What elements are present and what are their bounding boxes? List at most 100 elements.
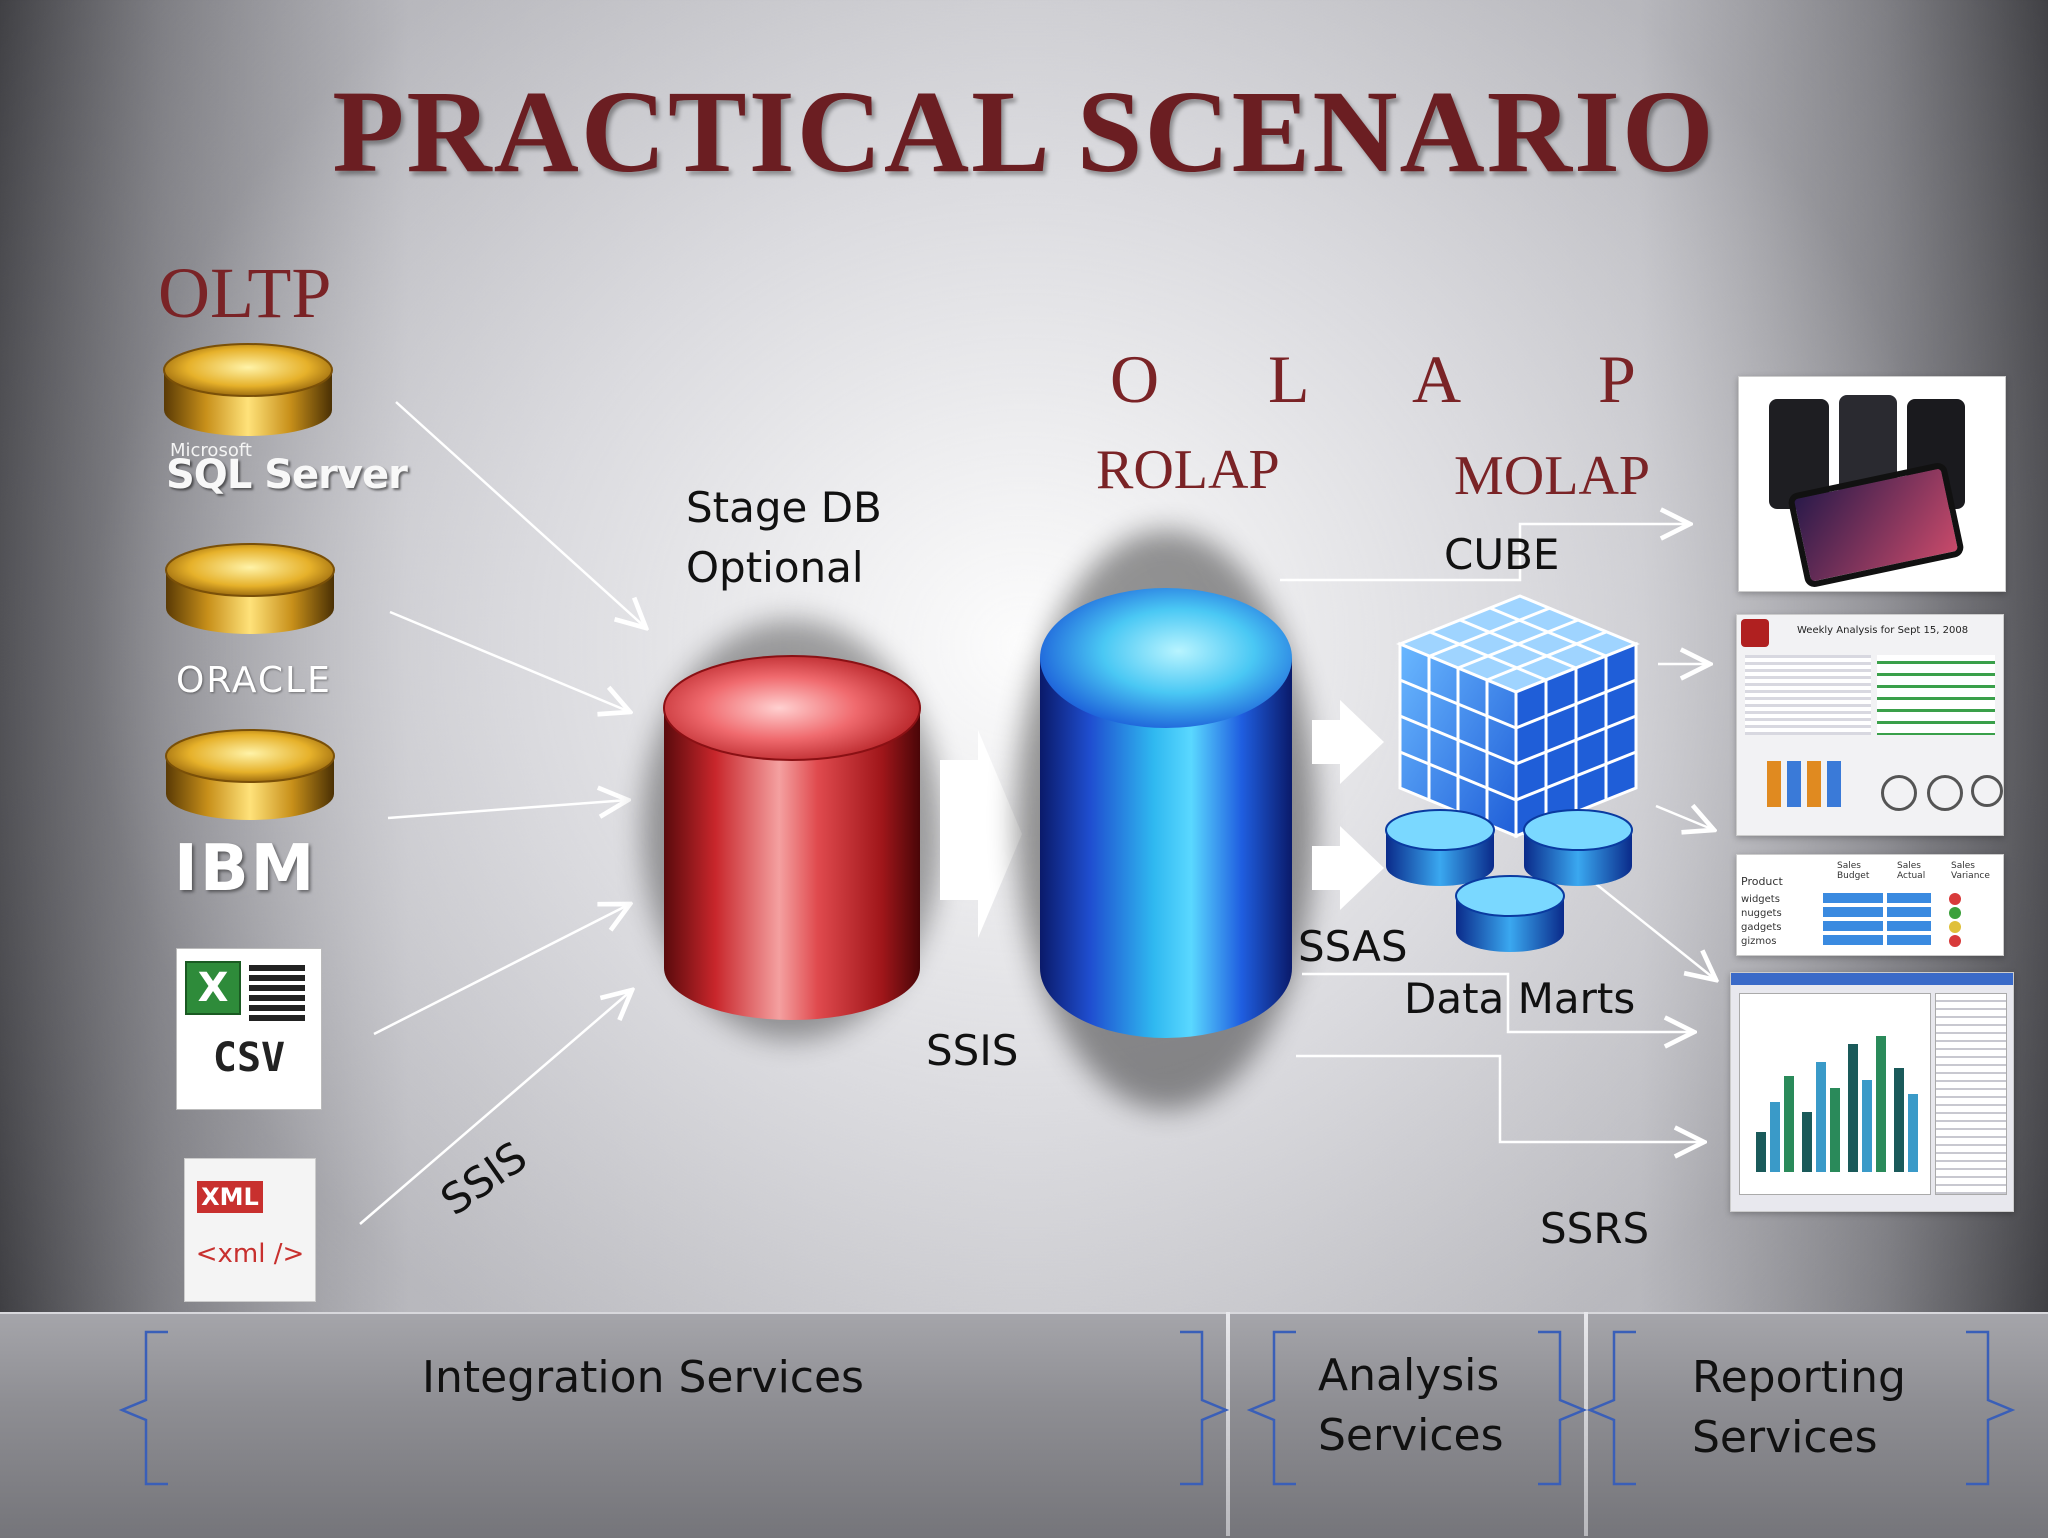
budget-bars	[1823, 893, 1883, 949]
chart-bar	[1862, 1080, 1872, 1172]
oracle-logo: ORACLE	[176, 660, 332, 701]
chart-bar	[1908, 1094, 1918, 1172]
chart-report-thumbnail	[1730, 972, 2014, 1212]
sqlserver-brand: Microsoft	[170, 440, 252, 461]
table-rows: widgets nuggets gadgets gizmos	[1741, 893, 1782, 949]
stage-db-line2: Optional	[686, 543, 864, 592]
sqlserver-db-icon	[163, 343, 333, 436]
right-brace-analysis	[1538, 1330, 1588, 1486]
braces-canvas	[118, 1330, 2016, 1486]
grid-icon	[249, 965, 305, 1021]
olap-cube-icon	[1396, 594, 1640, 839]
oltp-heading: OLTP	[158, 253, 332, 333]
gauge-icon	[1971, 775, 2003, 807]
right-brace-reporting	[1966, 1330, 2016, 1486]
dashboard-bar	[1827, 761, 1841, 807]
services-band	[0, 1312, 2048, 1538]
table-header: Product	[1741, 875, 1783, 888]
dashboard-bar	[1807, 761, 1821, 807]
data-mart-cylinder-3	[1455, 875, 1565, 952]
status-dot	[1949, 907, 1961, 919]
olap-letter-a: A	[1412, 341, 1462, 417]
data-mart-cylinder-2	[1523, 809, 1633, 886]
property-panel	[1935, 993, 2007, 1195]
analysis-line2: Services	[1318, 1410, 1504, 1461]
ssrs-label: SSRS	[1540, 1204, 1650, 1253]
csv-file-icon: X CSV	[176, 948, 322, 1110]
left-brace-analysis	[1246, 1330, 1296, 1486]
dashboard-logo-icon	[1741, 619, 1769, 647]
left-brace-reporting	[1586, 1330, 1636, 1486]
cube-arrow-upper	[1312, 700, 1384, 784]
left-brace-integration	[118, 1330, 168, 1486]
mobile-devices-thumbnail	[1738, 376, 2006, 592]
table-row: widgets	[1741, 894, 1780, 905]
cube-label: CUBE	[1444, 530, 1560, 579]
xml-tag-label: <xml />	[195, 1239, 305, 1269]
rolap-label: ROLAP	[1096, 439, 1280, 501]
stage-db-cylinder	[642, 620, 942, 1040]
table-header: Sales Budget	[1837, 861, 1870, 881]
sales-table-thumbnail: Product Sales Budget Sales Actual Sales …	[1736, 854, 2004, 956]
olap-letter-p: P	[1598, 341, 1636, 417]
chart-bar	[1876, 1036, 1886, 1172]
table-header: Sales Variance	[1951, 861, 1990, 881]
table-row: gizmos	[1741, 936, 1777, 947]
chart-bar	[1756, 1132, 1766, 1172]
chart-bar	[1848, 1044, 1858, 1172]
table-row: gadgets	[1741, 922, 1782, 933]
data-marts-label: Data Marts	[1404, 974, 1636, 1023]
status-dot	[1949, 935, 1961, 947]
chart-bar	[1894, 1068, 1904, 1172]
reporting-line1: Reporting	[1692, 1352, 1906, 1403]
dashboard-thumbnail: Weekly Analysis for Sept 15, 2008	[1736, 614, 2004, 836]
status-dot	[1949, 893, 1961, 905]
integration-services-label: Integration Services	[422, 1352, 864, 1403]
chart-panel	[1739, 993, 1931, 1195]
dashboard-bar	[1767, 761, 1781, 807]
csv-label: CSV	[212, 1035, 286, 1081]
reporting-services-label: Reporting Services	[1692, 1348, 1906, 1468]
gauge-icon	[1881, 775, 1917, 811]
molap-label: MOLAP	[1454, 445, 1651, 507]
olap-connectors	[1280, 524, 1716, 1142]
gauge-icon	[1927, 775, 1963, 811]
band-divider	[1584, 1312, 1588, 1536]
xml-file-icon: XML <xml />	[184, 1158, 316, 1302]
data-mart-cylinder-1	[1385, 809, 1495, 886]
ssas-label: SSAS	[1298, 922, 1408, 971]
chart-bar	[1770, 1102, 1780, 1172]
chart-bar	[1802, 1112, 1812, 1172]
page-title: PRACTICAL SCENARIO	[332, 66, 1716, 197]
stage-db-label: Stage DB Optional	[686, 478, 882, 598]
table-row: nuggets	[1741, 908, 1782, 919]
table-header: Sales Actual	[1897, 861, 1926, 881]
band-divider	[1226, 1312, 1230, 1536]
dashboard-title: Weekly Analysis for Sept 15, 2008	[1797, 625, 1969, 636]
dashboard-bars	[1877, 655, 1995, 735]
diagram-canvas	[163, 343, 2048, 1225]
actual-bars	[1887, 893, 1931, 949]
source-arrows	[359, 401, 646, 1225]
right-brace-integration	[1180, 1330, 1230, 1486]
excel-icon: X	[185, 961, 241, 1015]
sqlserver-logo: SQL Server	[166, 452, 408, 498]
ibm-logo: IBM	[174, 832, 317, 906]
olap-letter-o: O	[1110, 341, 1160, 417]
status-dot	[1949, 921, 1961, 933]
dashboard-bar	[1787, 761, 1801, 807]
reporting-line2: Services	[1692, 1412, 1878, 1463]
ssis-label: SSIS	[926, 1026, 1019, 1075]
dashboard-table	[1745, 655, 1871, 735]
olap-letter-l: L	[1268, 341, 1310, 417]
window-titlebar	[1731, 973, 2013, 985]
cube-arrow-lower	[1312, 826, 1384, 910]
chart-bar	[1784, 1076, 1794, 1172]
chart-bar	[1816, 1062, 1826, 1172]
olap-cylinder	[1016, 530, 1316, 1110]
ibm-db-icon	[165, 729, 335, 820]
analysis-line1: Analysis	[1318, 1350, 1500, 1401]
xml-badge: XML	[197, 1181, 263, 1213]
analysis-services-label: Analysis Services	[1318, 1346, 1504, 1466]
stage-db-line1: Stage DB	[686, 483, 882, 532]
